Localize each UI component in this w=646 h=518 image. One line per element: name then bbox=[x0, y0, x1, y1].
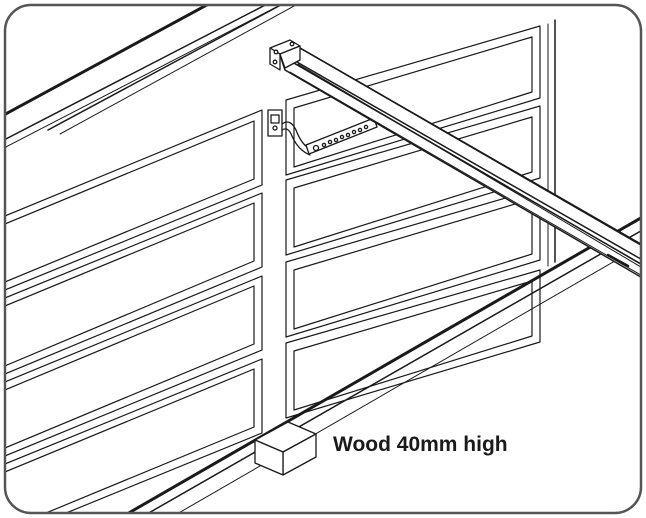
operator-rail bbox=[279, 47, 641, 281]
ceiling-lines bbox=[5, 5, 306, 135]
door-bracket bbox=[267, 109, 283, 137]
wood-block bbox=[254, 421, 317, 476]
rounded-border bbox=[3, 3, 643, 515]
door-panels-right bbox=[285, 25, 541, 419]
connecting-arm bbox=[281, 117, 378, 156]
door-panels-left bbox=[5, 109, 263, 513]
header-bracket bbox=[269, 39, 301, 71]
door-bottom-floor bbox=[118, 213, 641, 513]
wood-label: Wood 40mm high bbox=[333, 433, 508, 456]
